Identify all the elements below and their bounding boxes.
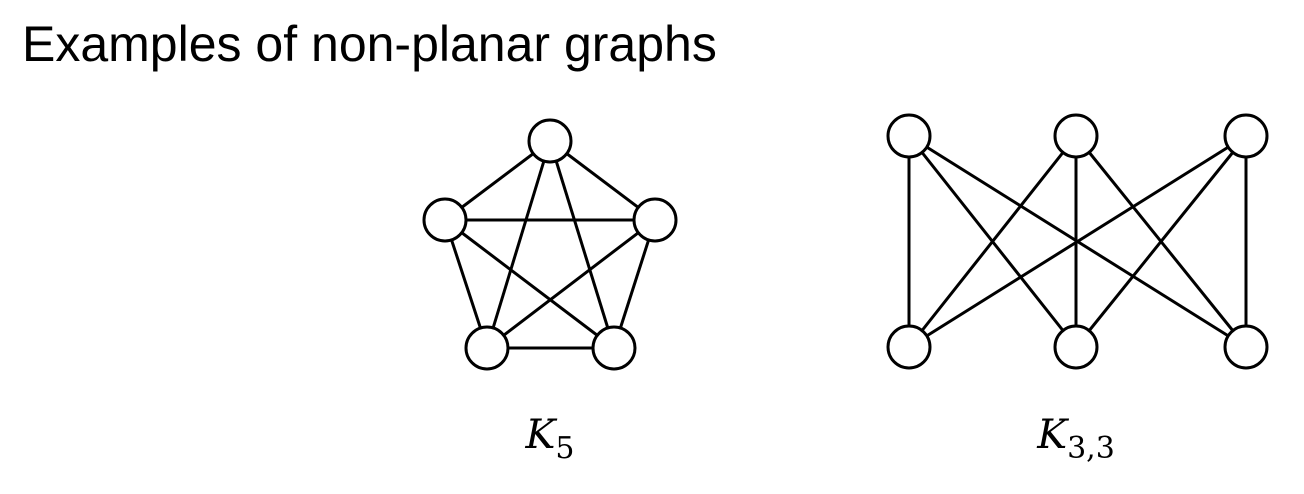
k5-vertex-v3 (632, 197, 678, 243)
k33-vertex-a2 (1053, 113, 1099, 159)
k5-vertex-v1 (527, 118, 573, 164)
k33-vertex-b2 (1053, 324, 1099, 370)
k33-label-sub: 3,3 (1067, 431, 1115, 466)
k5-vertex-v4 (464, 325, 510, 371)
slide-title: Examples of non-planar graphs (22, 16, 717, 72)
k33-label-main: K (1036, 412, 1069, 458)
k33-edge-a3-b1 (908, 134, 1247, 349)
k33-edges (907, 134, 1248, 349)
k5-edge-v2-v5 (444, 218, 615, 350)
k33-vertices (886, 113, 1269, 370)
k5-edge-v3-v4 (486, 218, 656, 350)
k33-label: K3,3 (1036, 412, 1115, 466)
k5-edges (443, 139, 657, 350)
k5-vertex-v2 (422, 197, 468, 243)
k33-vertex-a3 (1223, 113, 1269, 159)
k5-edge-v1-v5 (548, 140, 616, 349)
k33-vertex-a1 (886, 113, 932, 159)
k33-vertex-b3 (1223, 324, 1269, 370)
graph-k33: K3,3 (886, 113, 1269, 466)
k5-label-main: K (525, 412, 558, 458)
k5-vertex-v5 (591, 325, 637, 371)
k5-vertices (422, 118, 678, 371)
k33-vertex-b1 (886, 324, 932, 370)
graph-k5: K5 (422, 118, 678, 466)
k33-edge-a3-b2 (1074, 135, 1248, 348)
k5-label: K5 (525, 412, 575, 466)
k5-label-sub: 5 (555, 431, 574, 466)
k33-edge-a2-b1 (907, 135, 1078, 348)
k5-edge-v1-v4 (485, 140, 552, 349)
